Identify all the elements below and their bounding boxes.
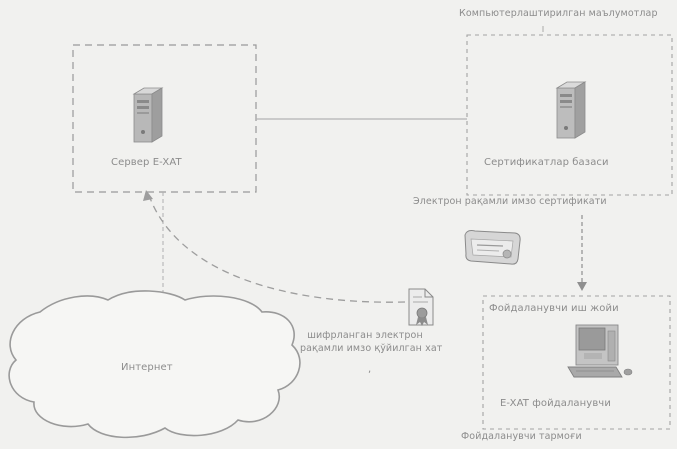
server-icon — [132, 87, 164, 143]
database-server-icon — [555, 81, 587, 139]
internet-label: Интернет — [121, 362, 173, 373]
document-caption-tick: , — [368, 364, 372, 375]
server-exat-label: Сервер E-XAT — [111, 157, 182, 168]
document-caption-line1: шифрланган электрон — [307, 330, 423, 341]
user-network-caption: Фойдаланувчи тармоғи — [461, 431, 582, 442]
server-exat-box — [72, 44, 257, 193]
arrow-head-up — [143, 190, 153, 201]
document-caption-line2: рақамли имзо қўйилган хат — [300, 343, 443, 354]
document-to-server-arrow — [149, 197, 406, 303]
document-caption: шифрланган электрон рақамли имзо қўйилга… — [300, 330, 443, 354]
certificate-icon — [464, 230, 521, 265]
exat-user-label: E-XAT фойдаланувчи — [500, 398, 611, 409]
certificate-caption: Электрон рақамли имзо сертификати — [413, 196, 607, 207]
internet-cloud — [8, 290, 301, 439]
arrow-head-down — [577, 282, 587, 291]
certificate-db-label: Сертификатлар базаси — [484, 157, 609, 168]
user-workplace-title: Фойдаланувчи иш жойи — [489, 303, 619, 314]
caption-top-right: Компьютерлаштирилган маълумотлар — [459, 8, 658, 19]
certificate-db-box — [466, 34, 673, 196]
signed-document-icon — [408, 288, 434, 326]
workstation-icon — [567, 324, 633, 378]
